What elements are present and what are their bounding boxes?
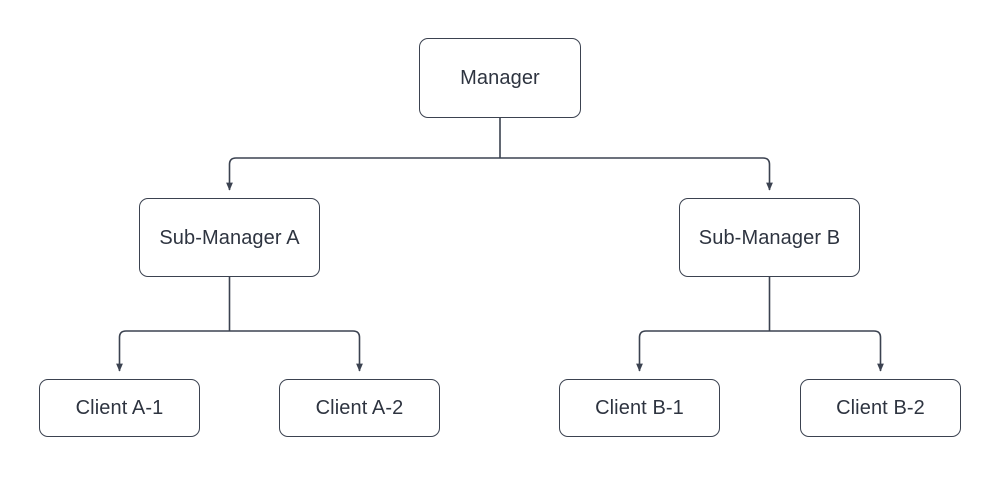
edge-sub-a-to-client-a1 <box>116 330 230 372</box>
node-client-a-1-label: Client A-1 <box>75 397 164 419</box>
node-client-b-2[interactable]: Client B-2 <box>800 379 961 437</box>
node-client-a-2-label: Client A-2 <box>315 397 404 419</box>
edge-sub-b-to-client-b1 <box>636 330 770 372</box>
node-manager-label: Manager <box>460 67 540 89</box>
node-client-a-1[interactable]: Client A-1 <box>39 379 200 437</box>
edge-manager-to-sub-b <box>500 157 773 191</box>
edge-sub-a-to-client-a2 <box>229 330 363 372</box>
node-client-b-2-label: Client B-2 <box>836 397 925 419</box>
node-manager[interactable]: Manager <box>419 38 581 118</box>
node-sub-manager-a-label: Sub-Manager A <box>159 226 300 249</box>
node-client-a-2[interactable]: Client A-2 <box>279 379 440 437</box>
node-client-b-1[interactable]: Client B-1 <box>559 379 720 437</box>
edge-sub-b-to-client-b2 <box>769 330 884 372</box>
edge-manager-to-sub-a <box>226 157 500 191</box>
node-sub-manager-a[interactable]: Sub-Manager A <box>139 198 320 277</box>
node-client-b-1-label: Client B-1 <box>595 397 684 419</box>
node-sub-manager-b[interactable]: Sub-Manager B <box>679 198 860 277</box>
node-sub-manager-b-label: Sub-Manager B <box>698 226 841 249</box>
